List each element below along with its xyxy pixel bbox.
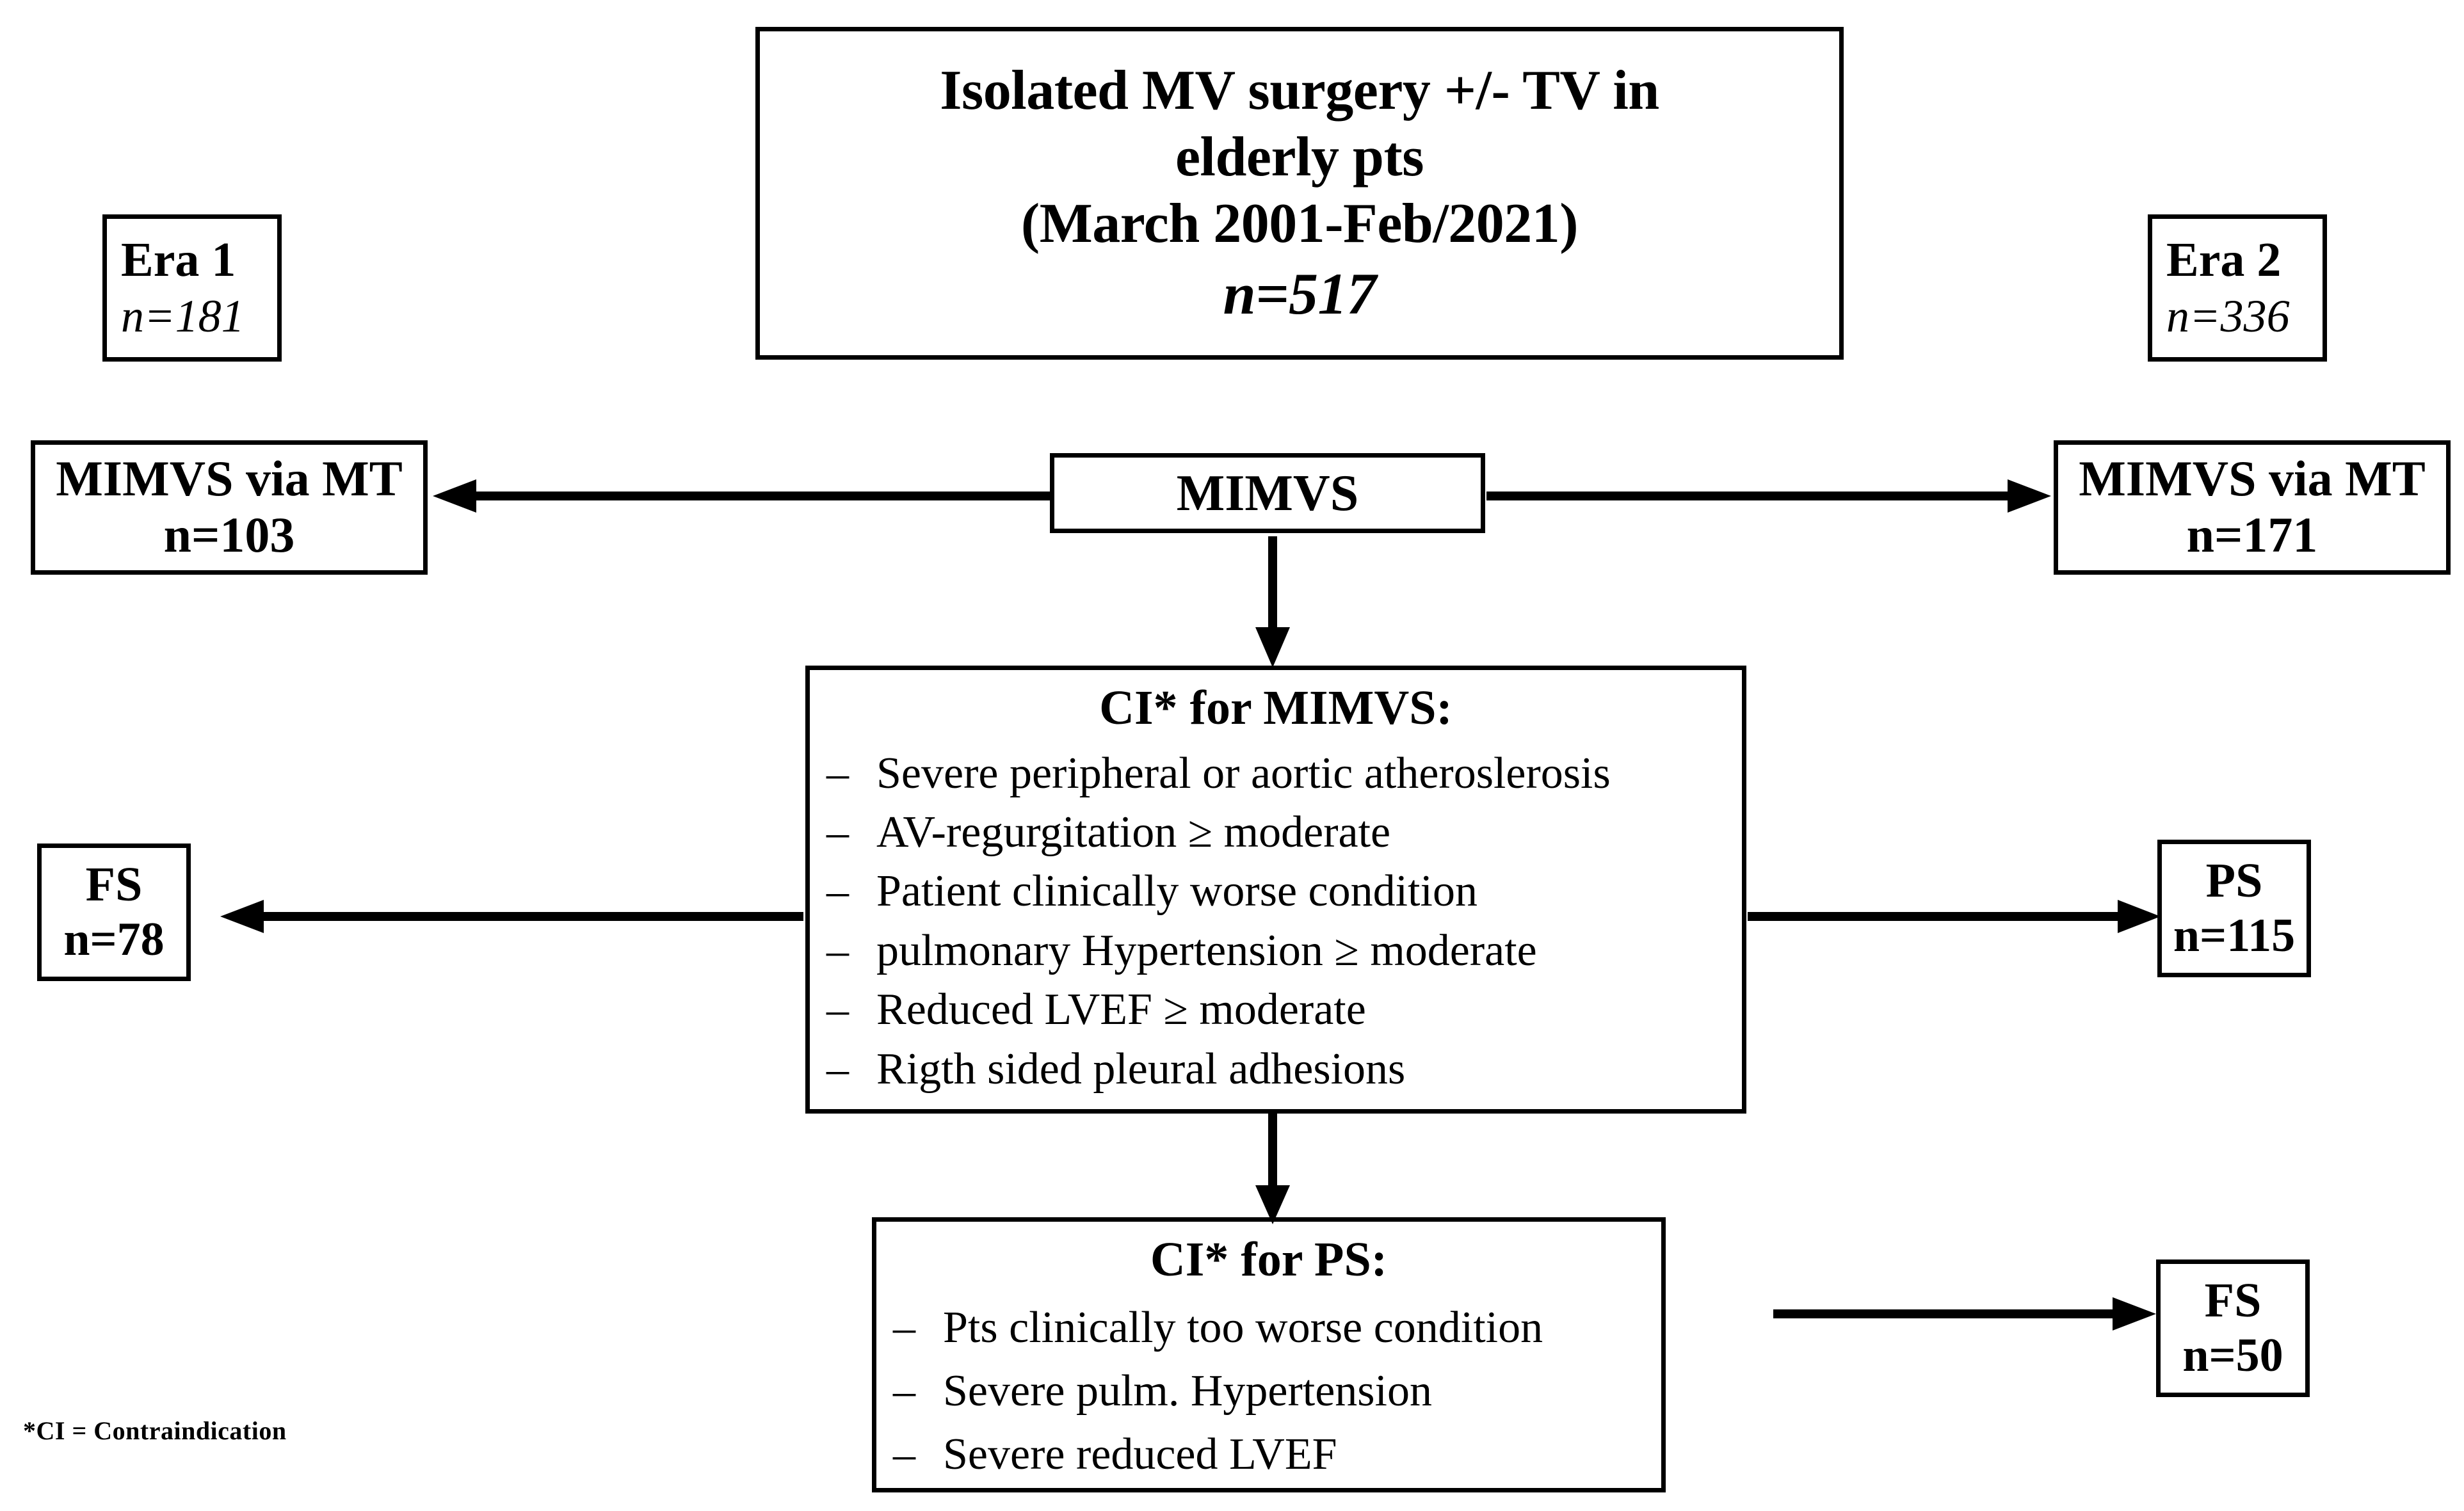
fs-78-box: FS n=78	[37, 843, 191, 981]
fs-50-count: n=50	[2182, 1329, 2283, 1382]
dash-bullet-icon: –	[893, 1430, 915, 1480]
title-line-2: elderly pts	[1175, 125, 1424, 188]
ci-for-mimvs-item-text: Severe peripheral or aortic atherosleros…	[876, 748, 1611, 798]
arrow-mimvs-to-mt-right	[1486, 479, 2051, 513]
mimvs-via-mt-right-count: n=171	[2186, 507, 2318, 563]
fs-78-count: n=78	[63, 913, 165, 966]
ci-for-mimvs-item-text: AV-regurgitation ≥ moderate	[876, 807, 1391, 857]
mimvs-via-mt-right-title: MIMVS via MT	[2079, 451, 2426, 507]
ci-for-ps-item-text: Severe reduced LVEF	[943, 1430, 1337, 1480]
footnote-ci-definition: *CI = Contraindication	[23, 1416, 287, 1445]
arrow-ci-mimvs-to-ps115	[1748, 900, 2161, 933]
ci-for-mimvs-heading: CI* for MIMVS:	[1099, 681, 1453, 735]
mimvs-box: MIMVS	[1050, 453, 1485, 533]
era-2-box: Era 2 n=336	[2148, 214, 2327, 362]
arrow-mimvs-to-ci-mimvs	[1255, 536, 1290, 668]
list-item: – pulmonary Hypertension ≥ moderate	[826, 922, 1725, 980]
study-title-box: Isolated MV surgery +/- TV in elderly pt…	[755, 27, 1844, 360]
ps-115-box: PS n=115	[2157, 840, 2311, 977]
ci-for-mimvs-item-text: Rigth sided pleural adhesions	[876, 1044, 1406, 1094]
ci-for-mimvs-box: CI* for MIMVS: – Severe peripheral or ao…	[805, 666, 1746, 1114]
title-line-1: Isolated MV surgery +/- TV in	[940, 59, 1659, 122]
ci-for-ps-heading: CI* for PS:	[1150, 1233, 1388, 1286]
dash-bullet-icon: –	[826, 807, 849, 857]
title-line-3: (March 2001-Feb/2021)	[1020, 192, 1579, 255]
list-item: – Severe peripheral or aortic atherosler…	[826, 744, 1725, 803]
dash-bullet-icon: –	[826, 925, 849, 975]
dash-bullet-icon: –	[893, 1302, 915, 1352]
list-item: – Severe reduced LVEF	[893, 1423, 1645, 1486]
dash-bullet-icon: –	[826, 1044, 849, 1094]
arrow-ci-mimvs-to-ci-ps	[1255, 1112, 1290, 1224]
ci-for-mimvs-item-text: Reduced LVEF ≥ moderate	[876, 985, 1366, 1035]
ci-for-ps-item-text: Pts clinically too worse condition	[943, 1302, 1543, 1352]
mimvs-via-mt-left-count: n=103	[163, 507, 295, 563]
mimvs-via-mt-right-box: MIMVS via MT n=171	[2054, 440, 2451, 575]
ps-115-count: n=115	[2173, 909, 2296, 962]
ci-for-ps-list: – Pts clinically too worse condition – S…	[893, 1296, 1645, 1487]
ci-for-mimvs-item-text: Patient clinically worse condition	[876, 867, 1478, 916]
era-1-box: Era 1 n=181	[102, 214, 282, 362]
dash-bullet-icon: –	[893, 1366, 915, 1416]
dash-bullet-icon: –	[826, 867, 849, 916]
list-item: – Pts clinically too worse condition	[893, 1296, 1645, 1359]
list-item: – AV-regurgitation ≥ moderate	[826, 803, 1725, 862]
list-item: – Reduced LVEF ≥ moderate	[826, 980, 1725, 1039]
dash-bullet-icon: –	[826, 985, 849, 1035]
fs-50-title: FS	[2204, 1274, 2262, 1328]
ci-for-mimvs-list: – Severe peripheral or aortic atherosler…	[826, 744, 1725, 1099]
arrow-ci-ps-to-fs50	[1773, 1297, 2156, 1331]
mimvs-via-mt-left-title: MIMVS via MT	[56, 451, 403, 507]
fs-78-title: FS	[85, 858, 143, 912]
dash-bullet-icon: –	[826, 748, 849, 798]
era-2-title: Era 2	[2166, 233, 2282, 287]
arrow-ci-mimvs-to-fs78	[220, 900, 803, 933]
era-1-title: Era 1	[121, 233, 236, 287]
list-item: – Rigth sided pleural adhesions	[826, 1040, 1725, 1099]
title-total-n: n=517	[1223, 261, 1376, 327]
arrow-mimvs-to-mt-left	[433, 479, 1052, 513]
list-item: – Patient clinically worse condition	[826, 862, 1725, 921]
mimvs-label: MIMVS	[1176, 465, 1359, 522]
era-2-count: n=336	[2166, 290, 2290, 342]
fs-50-box: FS n=50	[2156, 1259, 2310, 1397]
ps-115-title: PS	[2205, 854, 2263, 908]
list-item: – Severe pulm. Hypertension	[893, 1359, 1645, 1423]
era-1-count: n=181	[121, 290, 245, 342]
mimvs-via-mt-left-box: MIMVS via MT n=103	[31, 440, 428, 575]
ci-for-ps-item-text: Severe pulm. Hypertension	[943, 1366, 1432, 1416]
ci-for-mimvs-item-text: pulmonary Hypertension ≥ moderate	[876, 925, 1537, 975]
ci-for-ps-box: CI* for PS: – Pts clinically too worse c…	[872, 1217, 1666, 1492]
